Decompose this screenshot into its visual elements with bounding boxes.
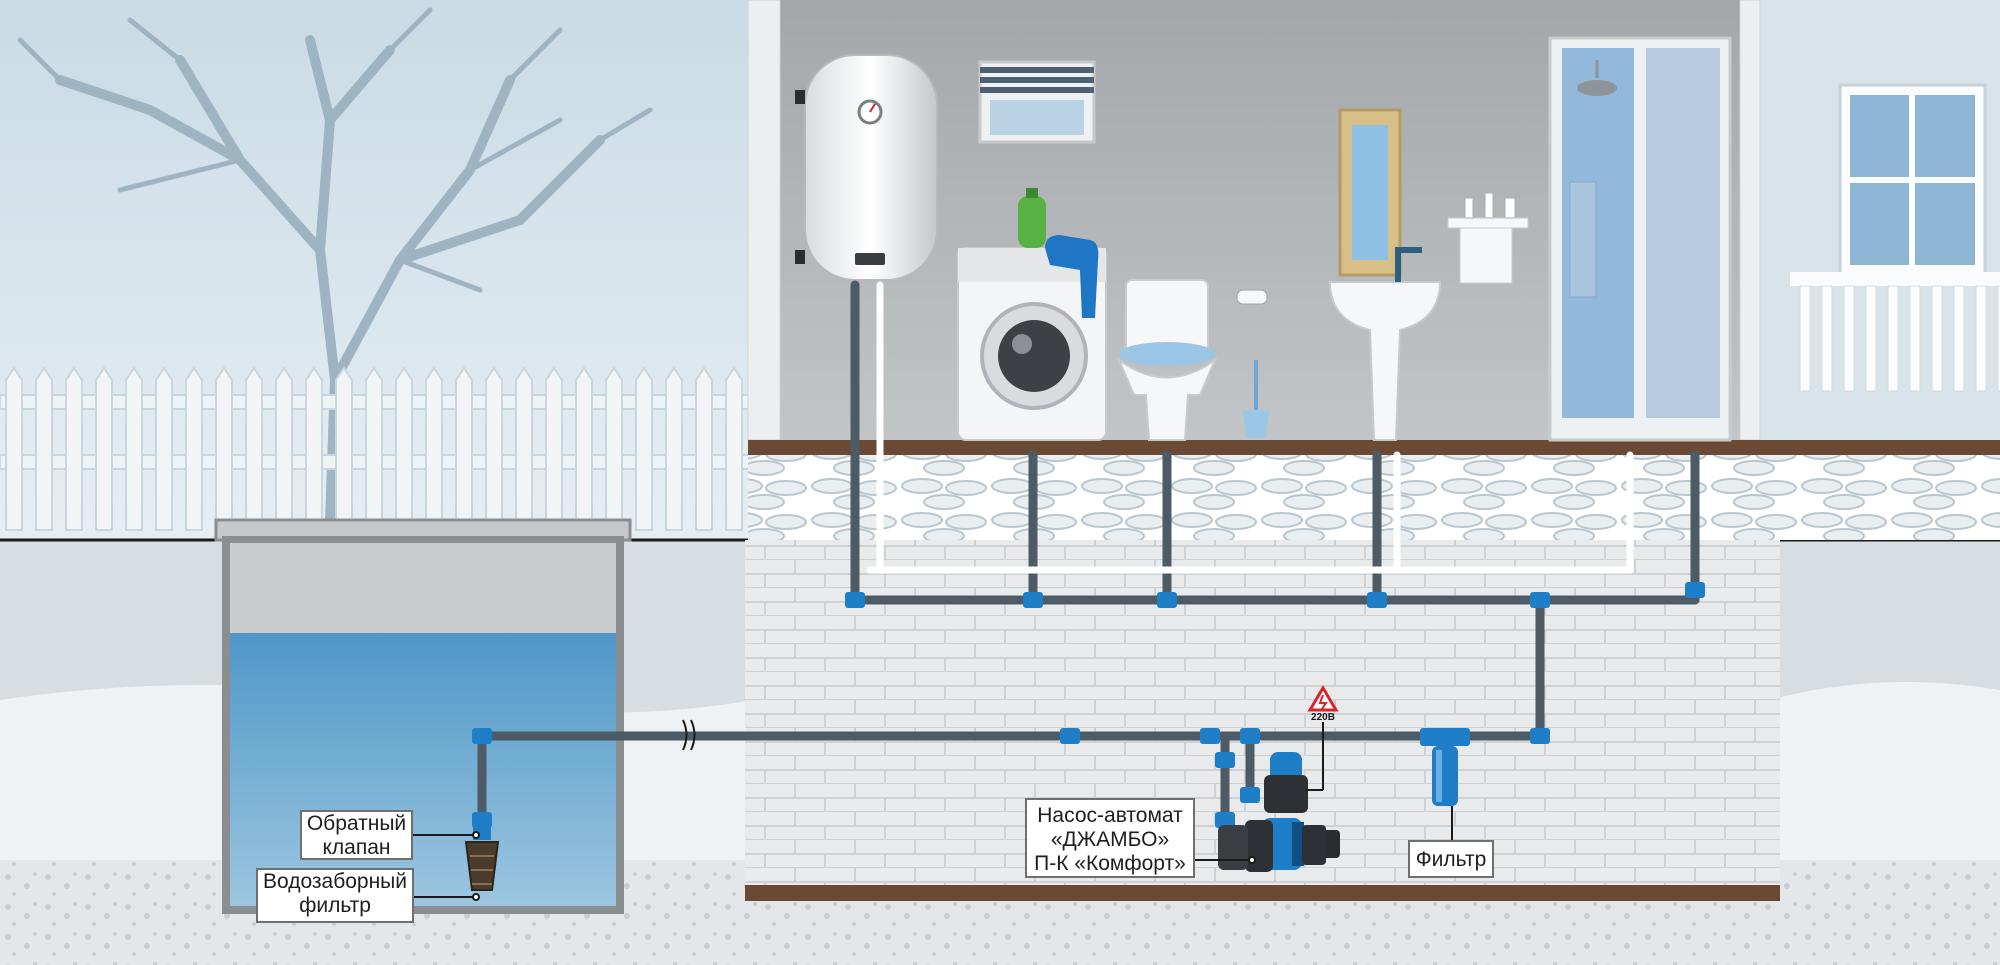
pipe-fitting: [1215, 752, 1235, 768]
fence-pickets: [5, 366, 743, 531]
toilet-icon: [1116, 279, 1218, 441]
fence-picket: [605, 366, 623, 531]
railing-baluster: [1997, 285, 2000, 392]
porch-railing: [1799, 285, 2000, 392]
reservoir-water: [230, 633, 616, 906]
railing-baluster: [1887, 285, 1899, 392]
hazard-sign-icon: [1306, 685, 1339, 791]
pipe-fitting: [1240, 787, 1260, 803]
washing-machine-icon: [957, 188, 1107, 441]
railing-baluster: [1799, 285, 1811, 392]
fence-picket: [395, 366, 413, 531]
pipe-break-icon: [682, 719, 696, 751]
railing-baluster: [1975, 285, 1987, 392]
fence-picket: [365, 366, 383, 531]
fence-picket: [485, 366, 503, 531]
filter-housing-icon: [1420, 728, 1470, 806]
fence-picket: [665, 366, 683, 531]
fence-picket: [155, 366, 173, 531]
pipe-fitting: [1060, 728, 1080, 744]
pipe-fitting: [1157, 592, 1177, 608]
check-valve-label-line1: Обратный: [306, 812, 407, 835]
pipe-fitting: [1215, 812, 1235, 828]
fence-picket: [515, 366, 533, 531]
railing-baluster: [1931, 285, 1943, 392]
railing-baluster: [1865, 285, 1877, 392]
check-valve-label-line2: клапан: [322, 836, 391, 859]
fence-picket: [545, 366, 563, 531]
intake-filter-label: Водозаборный фильтр: [256, 868, 414, 923]
basement-floor: [745, 885, 1780, 901]
pipe-fitting: [1367, 592, 1387, 608]
fence-picket: [185, 366, 203, 531]
fence-picket: [245, 366, 263, 531]
fence-picket: [455, 366, 473, 531]
pipe-fitting: [845, 592, 865, 608]
mirror-icon: [1338, 108, 1402, 277]
fence-picket: [5, 366, 23, 531]
fence-picket: [305, 366, 323, 531]
fence-picket: [215, 366, 233, 531]
fence-picket: [335, 366, 353, 531]
callout-leaders: [412, 806, 1453, 901]
filter-label: Фильтр: [1408, 840, 1494, 878]
pipework: [472, 280, 1705, 855]
neighbour-house: [1760, 0, 2000, 440]
check-valve-label: Обратный клапан: [300, 810, 413, 860]
fence-picket: [95, 366, 113, 531]
sink-icon: [1328, 247, 1442, 441]
pump-label-line3: П-К «Комфорт»: [1034, 852, 1186, 875]
fence-picket: [725, 366, 743, 531]
window-blinds-icon: [978, 60, 1096, 144]
water-reservoir: [214, 518, 632, 914]
pump-label: Насос-автомат «ДЖАМБО» П-К «Комфорт»: [1025, 798, 1195, 878]
fence-picket: [35, 366, 53, 531]
pump-label-line1: Насос-автомат: [1037, 804, 1183, 827]
railing-baluster: [1821, 285, 1833, 392]
pipe-fitting: [1530, 592, 1550, 608]
pipe-fitting: [1200, 728, 1220, 744]
toilet-brush-icon: [1243, 360, 1269, 438]
fence-picket: [695, 366, 713, 531]
pump-icon: [1218, 752, 1340, 872]
railing-baluster: [1953, 285, 1965, 392]
intake-filter-label-line1: Водозаборный: [262, 870, 408, 893]
intake-filter-icon: [464, 841, 500, 891]
voltage-label: 220В: [1311, 712, 1335, 723]
pipe-fitting: [1023, 592, 1043, 608]
fence-picket: [635, 366, 653, 531]
pump-label-line2: «ДЖАМБО»: [1050, 828, 1170, 851]
fence-picket: [125, 366, 143, 531]
fence-picket: [425, 366, 443, 531]
shower-cabin-icon: [1548, 36, 1732, 442]
toilet-paper-icon: [1236, 289, 1268, 305]
intake-filter-label-line2: фильтр: [299, 894, 371, 917]
pipe-fitting: [472, 728, 492, 744]
bathroom-shelf-icon: [1447, 192, 1529, 284]
railing-baluster: [1909, 285, 1921, 392]
fence-picket: [275, 366, 293, 531]
fence-picket: [65, 366, 83, 531]
fence-picket: [575, 366, 593, 531]
pipe-fitting: [1530, 728, 1550, 744]
water-heater-icon: [795, 54, 938, 281]
filter-label-text: Фильтр: [1415, 848, 1487, 871]
pipe-fitting: [1240, 728, 1260, 744]
bathroom-floor: [748, 440, 2000, 455]
railing-baluster: [1843, 285, 1855, 392]
pipe-fitting: [1685, 582, 1705, 598]
